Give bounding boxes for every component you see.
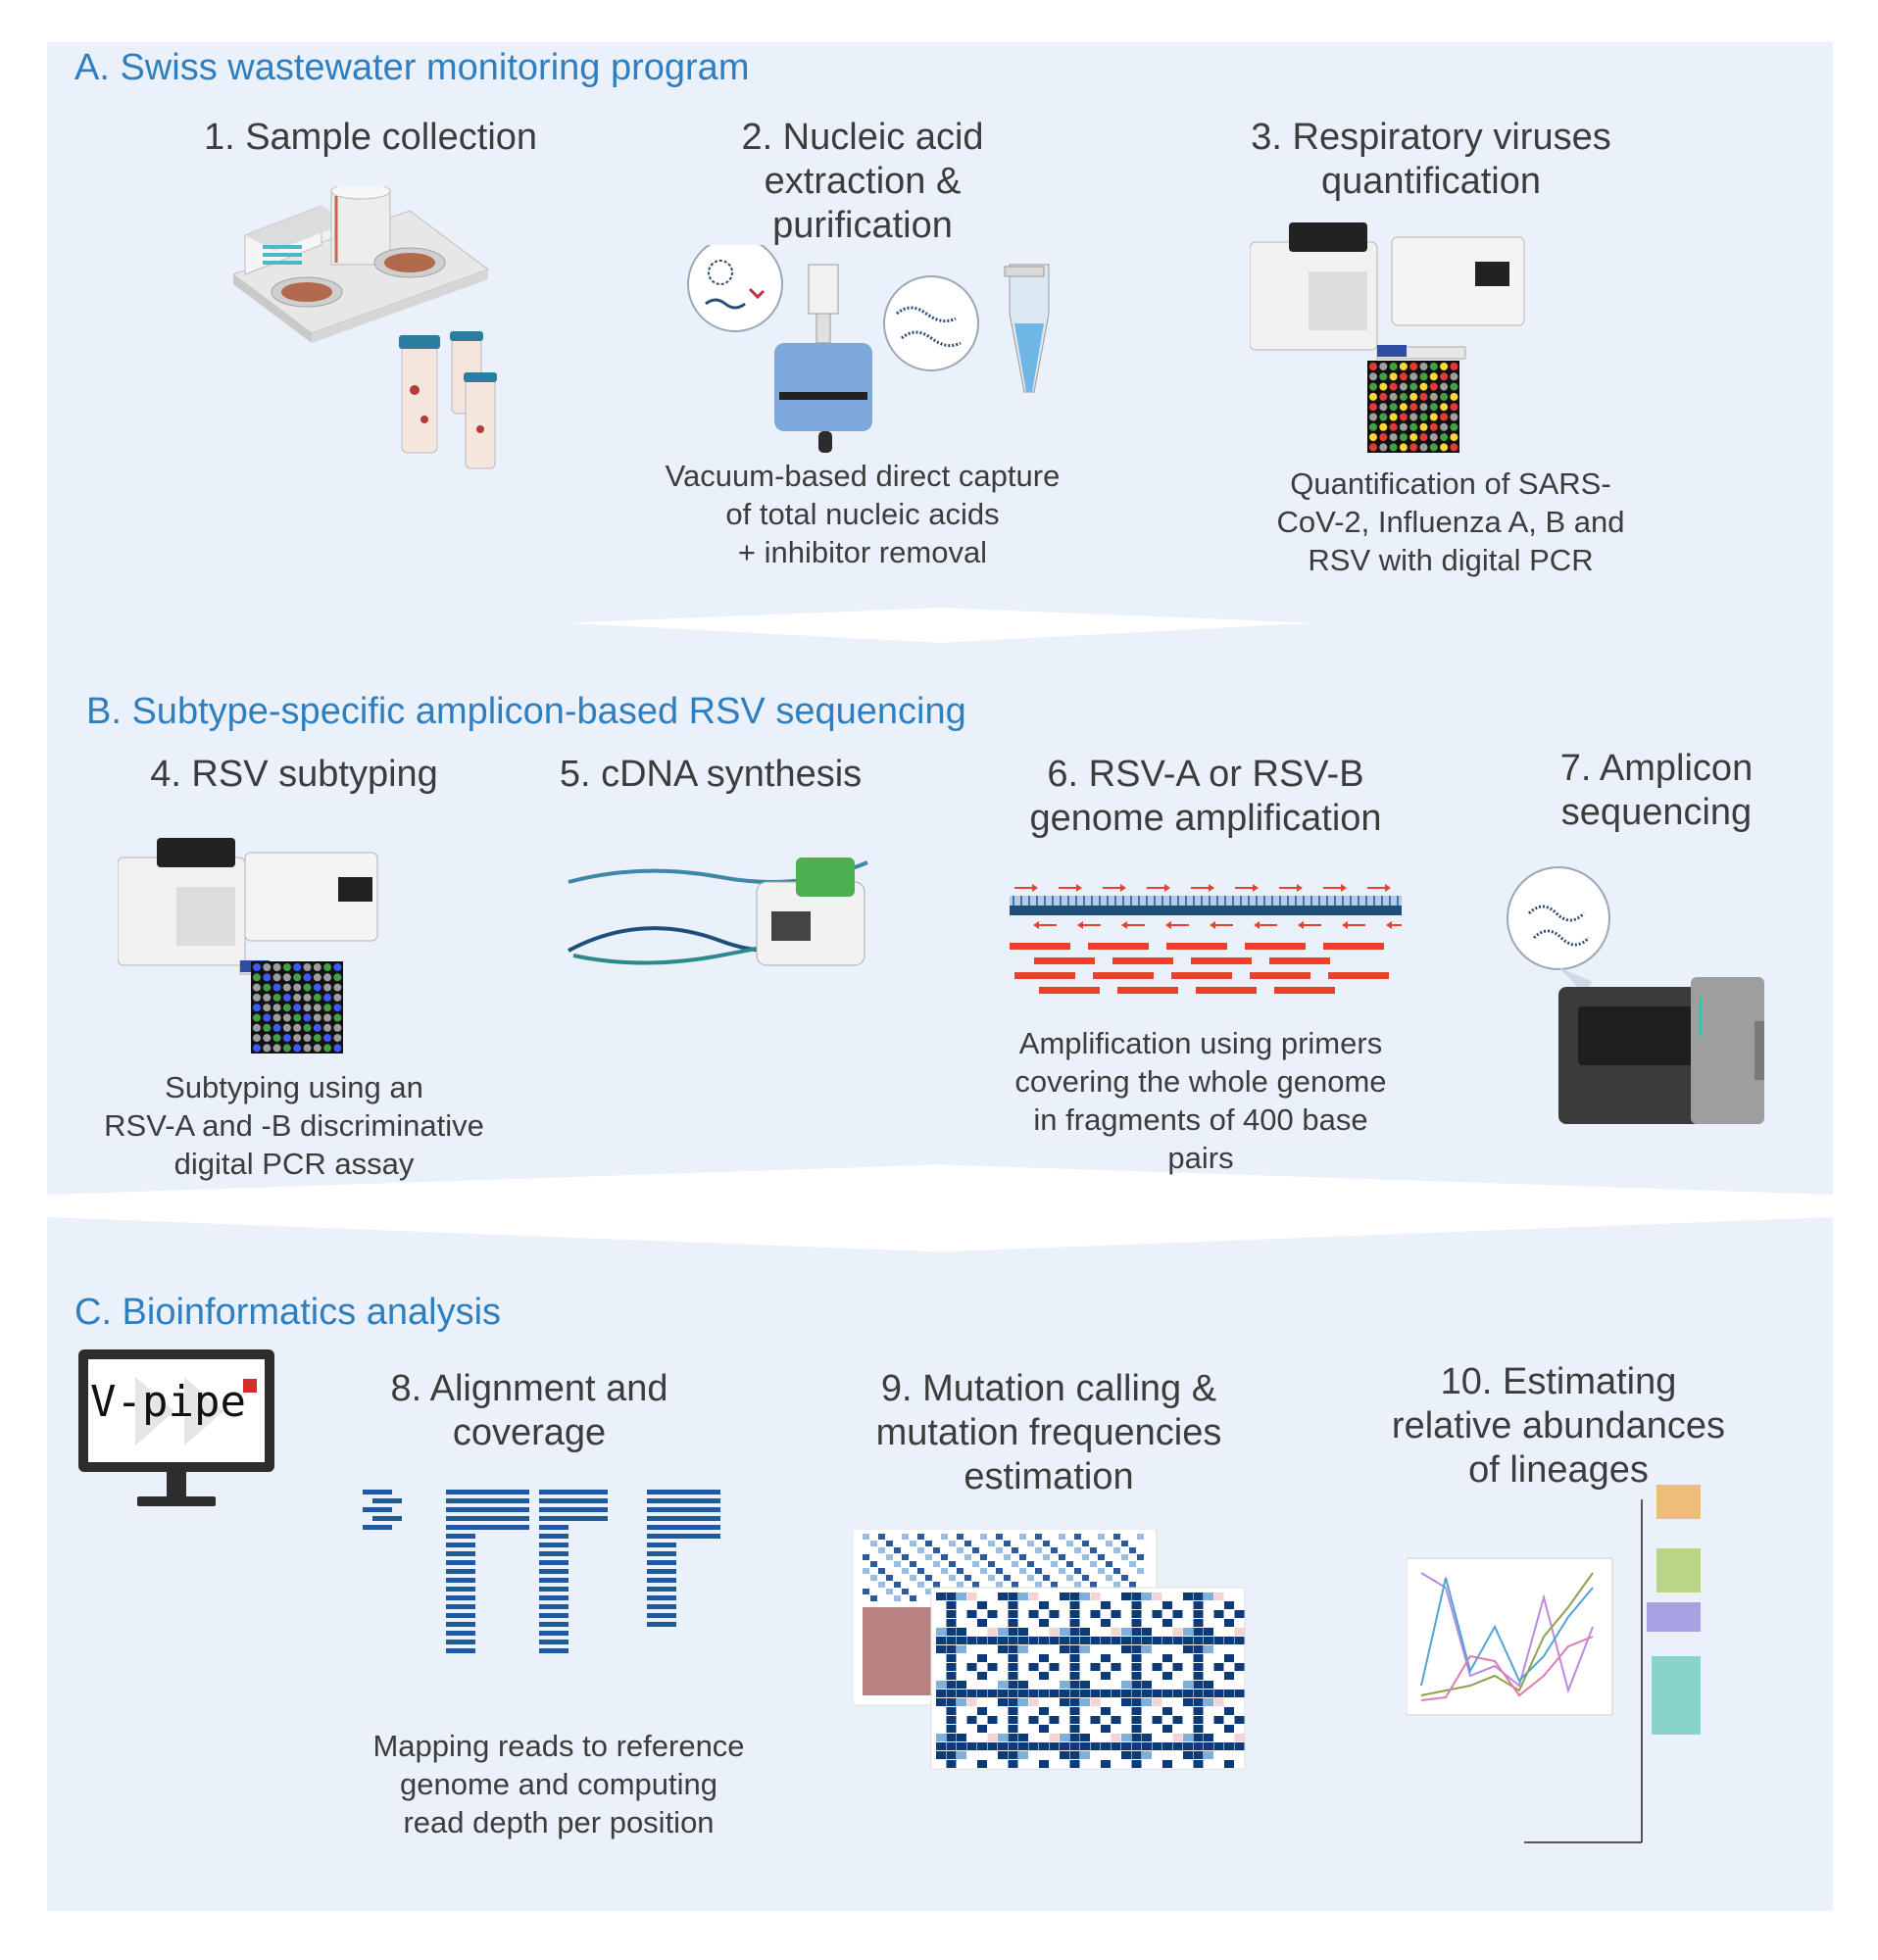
step-6-desc: Amplification using primers covering the…	[970, 1024, 1431, 1177]
step-9-title-line-2: mutation frequencies	[875, 1412, 1222, 1453]
step-3-desc-line-1: Quantification of SARS-	[1290, 466, 1611, 501]
read-alignment-pileup	[363, 1490, 720, 1653]
step-2-title: 2. Nucleic acid extraction & purificatio…	[686, 116, 1039, 248]
step-8-desc-line-3: read depth per position	[403, 1805, 715, 1839]
amplicon-tiling-icon	[1010, 884, 1402, 994]
step-2-title-line-3: purification	[772, 205, 953, 246]
step-4-title: 4. RSV subtyping	[150, 754, 438, 795]
step-2-desc-line-1: Vacuum-based direct capture	[665, 459, 1061, 493]
dpcr-readout-grid-blue-green	[251, 961, 343, 1054]
step-8-title-line-1: 8. Alignment and	[390, 1368, 668, 1409]
step-3-desc: Quantification of SARS- CoV-2, Influenza…	[1215, 465, 1686, 579]
step-6-desc-line-3: in fragments of 400 base	[1033, 1102, 1368, 1137]
microtube-icon	[1004, 266, 1045, 277]
step-9-title-line-1: 9. Mutation calling &	[880, 1368, 1217, 1409]
step-6-title: 6. RSV-A or RSV-B genome amplification	[980, 753, 1431, 841]
treatment-plant-icon	[233, 186, 490, 343]
dpcr-readout-grid-red-green	[1367, 361, 1459, 453]
section-a-title: A. Swiss wastewater monitoring program	[74, 47, 750, 88]
sample-tube-icon	[399, 331, 497, 469]
step-4-desc-line-1: Subtyping using an	[165, 1070, 423, 1104]
step-8-desc-line-1: Mapping reads to reference	[372, 1729, 745, 1763]
step-1-title: 1. Sample collection	[203, 117, 538, 158]
step-7-title-line-2: sequencing	[1560, 792, 1753, 833]
step-10-title-line-1: 10. Estimating	[1440, 1361, 1677, 1402]
step-6-title-line-2: genome amplification	[1029, 798, 1382, 839]
extraction-column-icon	[687, 245, 1050, 453]
step-2-desc-line-3: + inhibitor removal	[737, 535, 988, 569]
section-c-title: C. Bioinformatics analysis	[74, 1292, 502, 1333]
sequencer-icon	[1507, 866, 1764, 1124]
digital-pcr-machine-icon	[1250, 222, 1525, 360]
step-10-title-line-2: relative abundances	[1391, 1405, 1726, 1446]
step-3-title-line-1: 3. Respiratory viruses	[1251, 117, 1611, 158]
vpipe-logo: V-pipe	[90, 1377, 246, 1427]
step-10-title: 10. Estimating relative abundances of li…	[1353, 1360, 1764, 1493]
step-8-title: 8. Alignment and coverage	[333, 1367, 725, 1455]
step-9-title: 9. Mutation calling & mutation frequenci…	[843, 1367, 1255, 1499]
step-3-desc-line-2: CoV-2, Influenza A, B and	[1276, 505, 1625, 539]
section-b-title: B. Subtype-specific amplicon-based RSV s…	[86, 691, 966, 732]
step-2-desc-line-2: of total nucleic acids	[725, 497, 1000, 531]
step-3-title: 3. Respiratory viruses quantification	[1206, 116, 1656, 204]
mutation-heatmap-image	[853, 1529, 1246, 1770]
step-8-title-line-2: coverage	[452, 1412, 607, 1453]
step-7-title: 7. Amplicon sequencing	[1490, 747, 1823, 835]
step-6-title-line-1: 6. RSV-A or RSV-B	[1047, 754, 1364, 795]
step-2-title-line-1: 2. Nucleic acid	[741, 117, 984, 158]
step-6-desc-line-2: covering the whole genome	[1014, 1064, 1387, 1099]
step-6-desc-line-1: Amplification using primers	[1018, 1026, 1383, 1060]
step-6-desc-line-4: pairs	[1167, 1141, 1234, 1175]
step-2-title-line-2: extraction &	[764, 161, 962, 202]
step-4-desc-line-2: RSV-A and -B discriminative	[104, 1108, 484, 1143]
step-5-title: 5. cDNA synthesis	[559, 754, 863, 795]
step-8-desc-line-2: genome and computing	[399, 1767, 717, 1801]
step-4-desc-line-3: digital PCR assay	[173, 1147, 415, 1181]
step-9-title-line-3: estimation	[964, 1456, 1134, 1497]
lineage-abundance-image	[1407, 1485, 1701, 1843]
step-3-title-line-2: quantification	[1321, 161, 1541, 202]
thermocycler-icon	[756, 858, 865, 966]
step-8-desc: Mapping reads to reference genome and co…	[323, 1727, 794, 1841]
step-2-desc: Vacuum-based direct capture of total nuc…	[608, 457, 1117, 571]
step-4-desc: Subtyping using an RSV-A and -B discrimi…	[78, 1068, 510, 1183]
monitor-icon	[78, 1349, 274, 1506]
step-3-desc-line-3: RSV with digital PCR	[1308, 543, 1594, 577]
step-7-title-line-1: 7. Amplicon	[1559, 748, 1754, 789]
step-10-title-line-3: of lineages	[1468, 1449, 1649, 1491]
